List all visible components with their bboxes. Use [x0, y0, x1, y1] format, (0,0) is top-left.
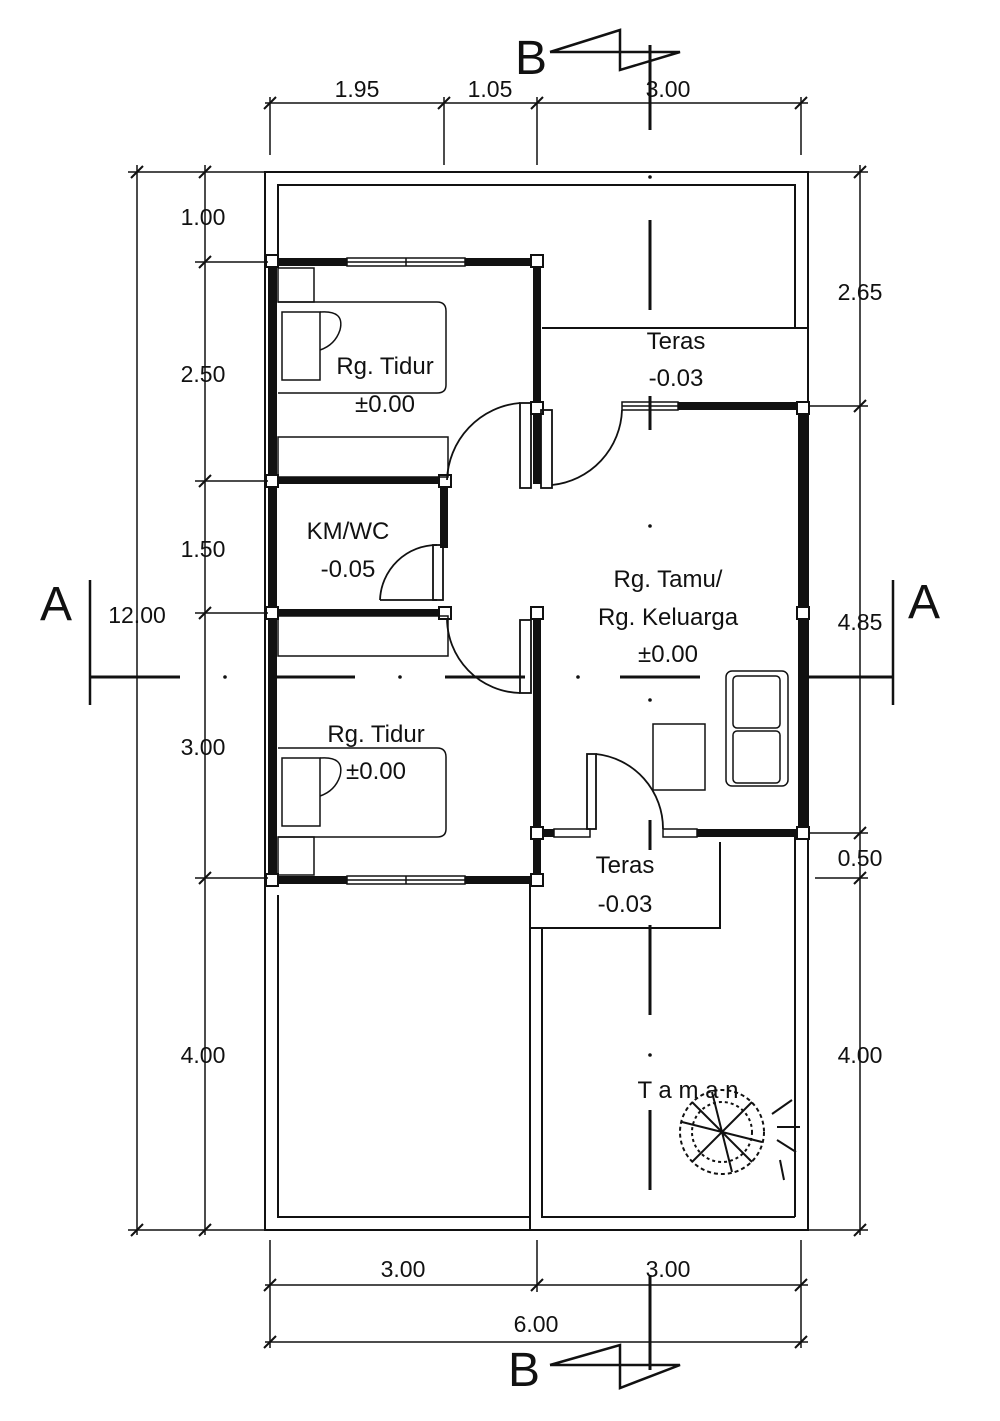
room-name-garden: T a m a n [638, 1077, 739, 1104]
room-level-terrace-bottom: -0.03 [598, 891, 653, 918]
dim-left-4: 3.00 [181, 734, 226, 760]
grid-lines [90, 45, 893, 1370]
room-level-bedroom-top: ±0.00 [355, 391, 415, 418]
dim-right-3: 0.50 [838, 845, 883, 871]
dim-top-1: 1.95 [335, 76, 380, 102]
section-label: A [908, 576, 940, 629]
dim-bottom-1: 3.00 [381, 1256, 426, 1282]
section-marker-a-left: A [40, 578, 92, 705]
dim-left-total: 12.00 [108, 602, 166, 628]
dim-left-3: 1.50 [181, 536, 226, 562]
furniture [277, 267, 789, 876]
room-level-bathroom: -0.05 [321, 556, 376, 583]
dim-right-1: 2.65 [838, 279, 883, 305]
section-label: B [508, 1344, 540, 1397]
dimension-lines [128, 97, 868, 1348]
room-level-bedroom-bottom: ±0.00 [346, 758, 406, 785]
section-label: B [515, 32, 547, 85]
room-name-bedroom-top: Rg. Tidur [336, 353, 433, 380]
bed-icon [278, 747, 447, 838]
room-name-living-1: Rg. Tamu/ [614, 566, 723, 593]
room-level-terrace-top: -0.03 [649, 365, 704, 392]
dim-bottom-total: 6.00 [514, 1311, 559, 1337]
room-name-living-2: Rg. Keluarga [598, 604, 739, 631]
dim-top-3: 3.00 [646, 76, 691, 102]
section-marker-a-right: A [891, 576, 940, 705]
room-name-terrace-top: Teras [647, 328, 706, 355]
section-marker-b-top: B [515, 28, 681, 85]
room-level-living: ±0.00 [638, 641, 698, 668]
table-icon [652, 723, 706, 791]
dimension-ticks [130, 96, 867, 1349]
bed-icon [278, 301, 447, 394]
grid-dots [223, 175, 652, 1057]
dim-left-5: 4.00 [181, 1042, 226, 1068]
room-labels: Rg. Tidur ±0.00 KM/WC -0.05 Rg. Tidur ±0… [307, 328, 739, 1104]
windows [346, 257, 698, 885]
dim-top-2: 1.05 [468, 76, 513, 102]
doors [379, 402, 664, 830]
room-name-terrace-bottom: Teras [596, 852, 655, 879]
tree-icon [679, 1089, 800, 1181]
dim-right-4: 4.00 [838, 1042, 883, 1068]
site-boundary [264, 171, 809, 1231]
room-name-bathroom: KM/WC [307, 518, 390, 545]
dim-right-2: 4.85 [838, 609, 883, 635]
dim-left-2: 2.50 [181, 361, 226, 387]
dim-bottom-2: 3.00 [646, 1256, 691, 1282]
sofa-icon [725, 670, 789, 787]
section-label: A [40, 578, 72, 631]
dimension-labels: 1.95 1.05 3.00 1.00 2.50 1.50 3.00 4.00 … [108, 76, 882, 1337]
room-name-bedroom-bottom: Rg. Tidur [327, 721, 424, 748]
columns [265, 254, 810, 887]
section-marker-b-bottom: B [508, 1343, 681, 1397]
dim-left-1: 1.00 [181, 204, 226, 230]
